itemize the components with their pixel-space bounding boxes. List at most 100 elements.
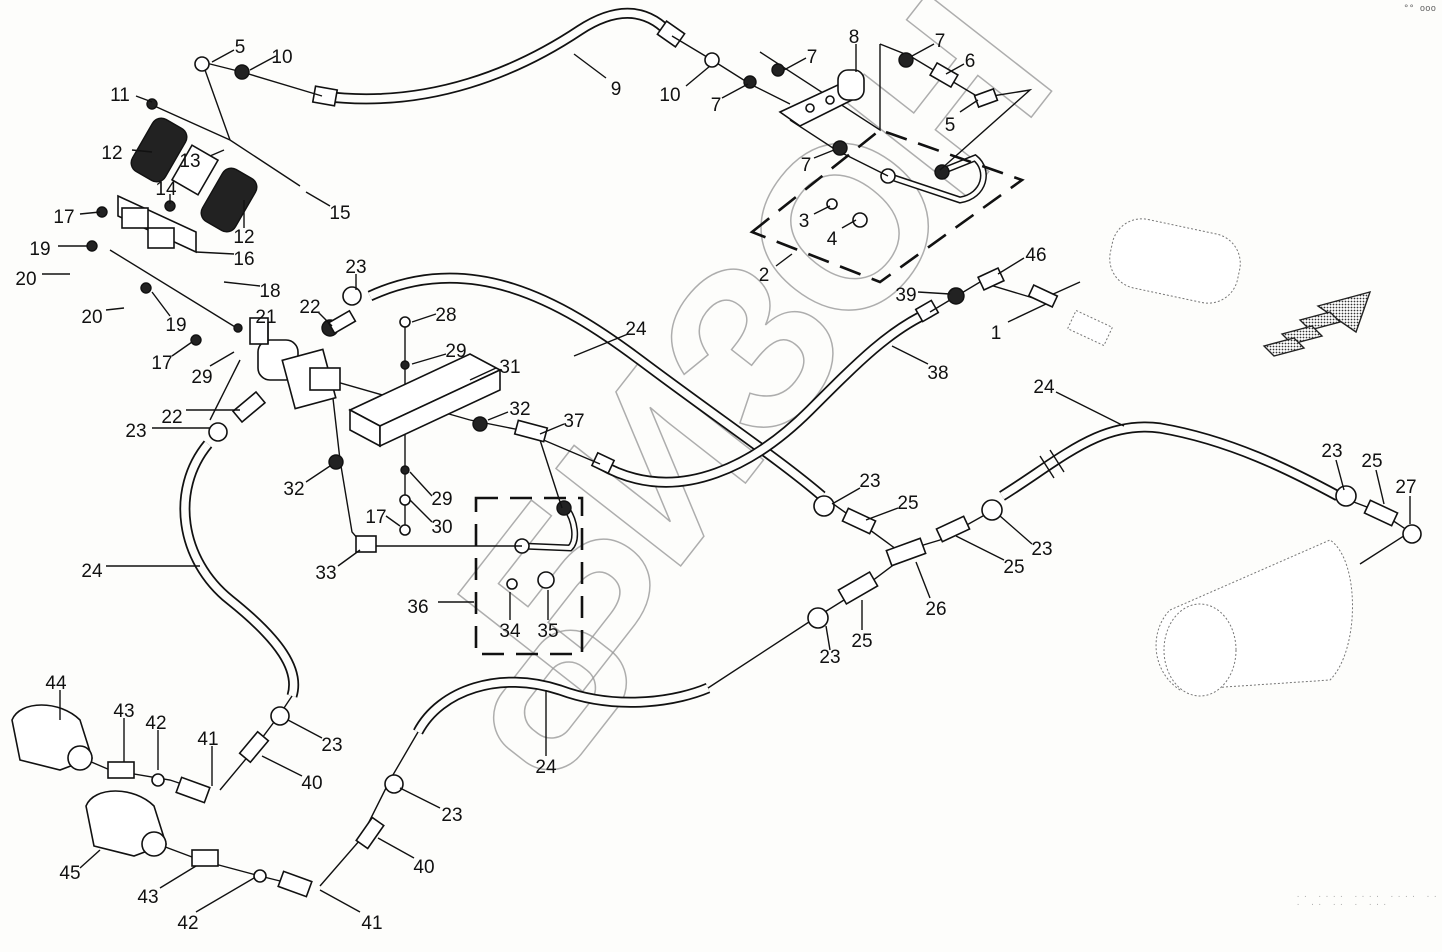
callout-39: 39 (895, 285, 951, 306)
callout-43: 43 (137, 865, 197, 908)
callout-label: 23 (345, 257, 366, 278)
callout-4: 4 (827, 219, 857, 250)
callout-40: 40 (377, 837, 435, 878)
callout-31: 31 (469, 357, 521, 381)
leader-line (305, 191, 331, 207)
callout-25: 25 (955, 535, 1025, 578)
callout-label: 17 (53, 207, 74, 228)
callout-label: 2 (759, 265, 770, 286)
leader-line (487, 411, 509, 421)
callout-label: 23 (125, 421, 146, 442)
callout-label: 23 (1321, 441, 1342, 462)
direction-arrow (1262, 290, 1372, 357)
callout-label: 14 (155, 179, 177, 200)
callout-label: 31 (499, 357, 520, 378)
bracket-31 (348, 353, 502, 448)
brake-valve-21 (249, 317, 341, 410)
leader-line (385, 515, 401, 527)
callout-label: 19 (29, 239, 50, 260)
callout-label: 3 (799, 211, 810, 232)
callout-label: 24 (1033, 377, 1055, 398)
callout-23: 23 (399, 787, 463, 826)
relay-valve-8 (778, 69, 865, 127)
callout-2: 2 (759, 253, 793, 286)
callout-label: 29 (445, 341, 466, 362)
callout-label: 36 (407, 597, 428, 618)
leader-line (891, 345, 929, 365)
leader-line (337, 549, 361, 567)
callout-label: 29 (431, 489, 452, 510)
callout-label: 41 (197, 729, 218, 750)
callout-label: 7 (801, 155, 812, 176)
callout-label: 30 (431, 517, 452, 538)
leader-line (917, 291, 951, 295)
ghost-components (1066, 218, 1353, 697)
leader-line (469, 367, 497, 381)
callout-30: 30 (409, 499, 453, 538)
callout-label: 20 (15, 269, 36, 290)
callout-label: 22 (299, 297, 320, 318)
callout-36: 36 (407, 597, 474, 618)
leader-line (409, 499, 433, 523)
callout-label: 22 (161, 407, 182, 428)
callout-23: 23 (819, 625, 841, 668)
callout-label: 9 (611, 79, 622, 100)
callout-1: 1 (991, 303, 1047, 344)
callout-label: 41 (361, 913, 382, 934)
callout-23: 23 (999, 515, 1053, 560)
callout-5: 5 (211, 37, 245, 63)
callout-15: 15 (305, 191, 351, 224)
callout-label: 12 (101, 143, 122, 164)
leader-line (915, 561, 931, 599)
callout-8: 8 (849, 27, 859, 72)
kit-36-outline (474, 496, 584, 656)
callout-label: 21 (255, 307, 276, 328)
callout-25: 25 (1361, 451, 1385, 505)
callout-16: 16 (195, 249, 255, 270)
callout-label: 4 (827, 229, 838, 250)
leader-line (831, 487, 861, 505)
callout-20: 20 (81, 307, 125, 328)
callout-label: 45 (59, 863, 80, 884)
callout-27: 27 (1395, 477, 1417, 524)
callout-label: 25 (851, 631, 872, 652)
callout-label: 7 (711, 95, 722, 116)
callout-3: 3 (799, 205, 831, 232)
leader-line (151, 291, 171, 317)
callout-label: 44 (45, 673, 67, 694)
callout-42: 42 (145, 713, 167, 770)
callout-29: 29 (409, 471, 453, 510)
leader-line (1375, 469, 1385, 505)
callout-42: 42 (177, 877, 255, 934)
hose-24-right (999, 421, 1341, 501)
callout-14: 14 (155, 179, 177, 204)
callout-22: 22 (161, 407, 240, 428)
callout-38: 38 (891, 345, 949, 384)
leader-line (287, 719, 323, 739)
leader-line (721, 83, 749, 99)
callout-41: 41 (319, 889, 383, 934)
callout-24: 24 (573, 319, 647, 357)
footer-code: ·· ···· ···· ···· ·· · ·· ·· · ··· (1296, 893, 1441, 909)
callout-label: 23 (819, 647, 840, 668)
callout-21: 21 (255, 307, 277, 344)
leader-line (411, 313, 437, 323)
callout-10: 10 (249, 47, 293, 71)
leader-line (1007, 303, 1047, 323)
leader-line (249, 55, 277, 71)
callout-label: 17 (151, 353, 172, 374)
callout-label: 5 (945, 115, 956, 136)
leader-line (813, 205, 831, 215)
leader-line (997, 257, 1025, 275)
callout-label: 42 (177, 913, 198, 934)
leader-line (171, 341, 193, 357)
callout-label: 25 (1361, 451, 1382, 472)
callout-label: 12 (233, 227, 254, 248)
callout-22: 22 (299, 297, 333, 327)
hose-24-upper (367, 272, 826, 501)
callout-23: 23 (345, 257, 367, 290)
callout-26: 26 (915, 561, 947, 620)
callout-24: 24 (81, 561, 200, 582)
callout-label: 32 (283, 479, 304, 500)
